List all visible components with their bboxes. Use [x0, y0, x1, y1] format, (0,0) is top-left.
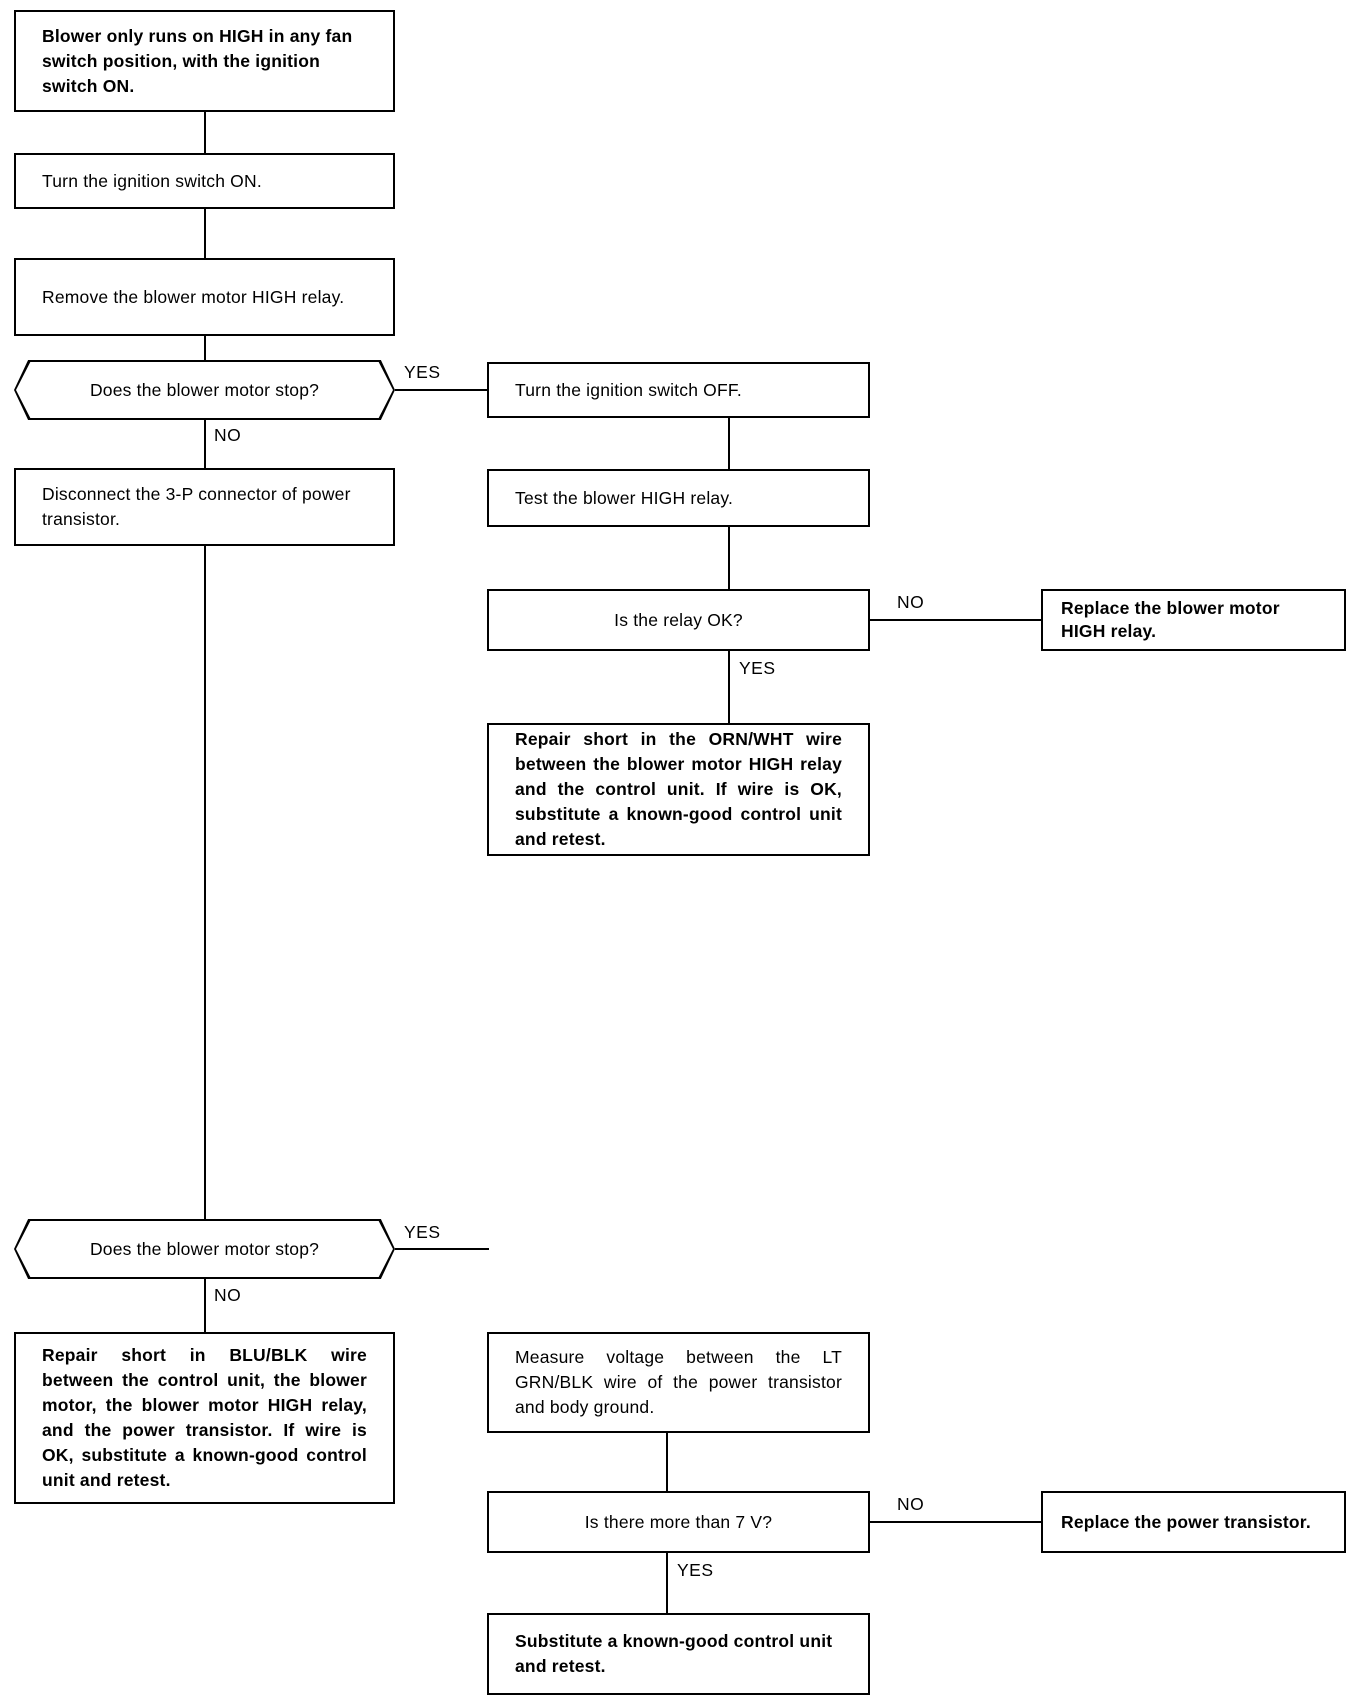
branch-label-yes-stop-1: YES	[404, 362, 441, 382]
node-repair-blu-blk: Repair short in BLU/BLK wire between the…	[14, 1332, 395, 1504]
node-ignition-on-text: Turn the ignition switch ON.	[42, 170, 262, 191]
node-decision-relay-ok: Is the relay OK?	[487, 589, 870, 651]
branch-yes-stop1-line	[393, 389, 489, 391]
branch-yes-relay-line	[728, 649, 730, 725]
node-substitute-control-unit: Substitute a known-good control unit and…	[487, 1613, 870, 1695]
node-repair-orn-wht: Repair short in the ORN/WHT wire between…	[487, 723, 870, 856]
node-replace-relay: Replace the blower motor HIGH relay.	[1041, 589, 1346, 651]
branch-label-no-relay-ok: NO	[897, 592, 925, 612]
node-decision-relay-ok-text: Is the relay OK?	[614, 609, 743, 630]
node-test-relay: Test the blower HIGH relay.	[487, 469, 870, 527]
connector-ignition-off-to-test-relay	[728, 416, 730, 471]
node-decision-more-7v: Is there more than 7 V?	[487, 1491, 870, 1553]
hexagon-fill-1	[16, 362, 393, 418]
node-decision-blower-stop-1: Does the blower motor stop?	[14, 360, 395, 420]
connector-disconnect-to-decision2	[204, 544, 206, 1221]
branch-no-relay-line	[868, 619, 1043, 621]
branch-no-stop1-line	[204, 418, 206, 470]
node-decision-blower-stop-1-text: Does the blower motor stop?	[89, 380, 320, 400]
node-disconnect-connector: Disconnect the 3-P connector of power tr…	[14, 468, 395, 546]
branch-no-7v-line	[868, 1521, 1043, 1523]
connector-ignition-on-to-remove-relay	[204, 207, 206, 260]
connector-symptom-to-ignition-on	[204, 110, 206, 155]
node-replace-relay-text: Replace the blower motor HIGH relay.	[1061, 598, 1280, 641]
node-test-relay-text: Test the blower HIGH relay.	[515, 487, 734, 508]
node-decision-blower-stop-2-text: Does the blower motor stop?	[89, 1239, 320, 1259]
node-replace-transistor: Replace the power transistor.	[1041, 1491, 1346, 1553]
node-measure-voltage-text: Measure voltage between the LT GRN/BLK w…	[515, 1347, 842, 1417]
node-repair-orn-wht-text: Repair short in the ORN/WHT wire between…	[515, 729, 842, 849]
node-remove-relay-text: Remove the blower motor HIGH relay.	[42, 286, 345, 307]
node-substitute-control-unit-text: Substitute a known-good control unit and…	[515, 1631, 833, 1676]
node-disconnect-connector-text: Disconnect the 3-P connector of power tr…	[42, 484, 351, 529]
node-decision-more-7v-text: Is there more than 7 V?	[584, 1511, 773, 1532]
branch-yes-stop2-line	[393, 1248, 489, 1250]
branch-label-yes-stop-2: YES	[404, 1222, 441, 1242]
node-remove-relay: Remove the blower motor HIGH relay.	[14, 258, 395, 336]
connector-test-relay-to-decision-relay	[728, 525, 730, 591]
branch-label-no-stop-1: NO	[214, 425, 242, 445]
branch-yes-7v-line	[666, 1551, 668, 1615]
connector-measure-to-decision-7v	[666, 1431, 668, 1493]
hexagon-fill-2	[16, 1221, 393, 1277]
branch-label-no-stop-2: NO	[214, 1285, 242, 1305]
node-ignition-off: Turn the ignition switch OFF.	[487, 362, 870, 418]
branch-no-stop2-line	[204, 1277, 206, 1334]
node-symptom: Blower only runs on HIGH in any fan swit…	[14, 10, 395, 112]
node-symptom-text: Blower only runs on HIGH in any fan swit…	[42, 25, 353, 96]
node-measure-voltage: Measure voltage between the LT GRN/BLK w…	[487, 1332, 870, 1433]
node-repair-blu-blk-text: Repair short in BLU/BLK wire between the…	[42, 1345, 367, 1490]
branch-label-yes-more-7v: YES	[677, 1560, 714, 1580]
branch-label-yes-relay-ok: YES	[739, 658, 776, 678]
node-ignition-off-text: Turn the ignition switch OFF.	[515, 379, 742, 400]
node-replace-transistor-text: Replace the power transistor.	[1061, 1511, 1311, 1532]
node-decision-blower-stop-2: Does the blower motor stop?	[14, 1219, 395, 1279]
node-ignition-on: Turn the ignition switch ON.	[14, 153, 395, 209]
branch-label-no-more-7v: NO	[897, 1494, 925, 1514]
